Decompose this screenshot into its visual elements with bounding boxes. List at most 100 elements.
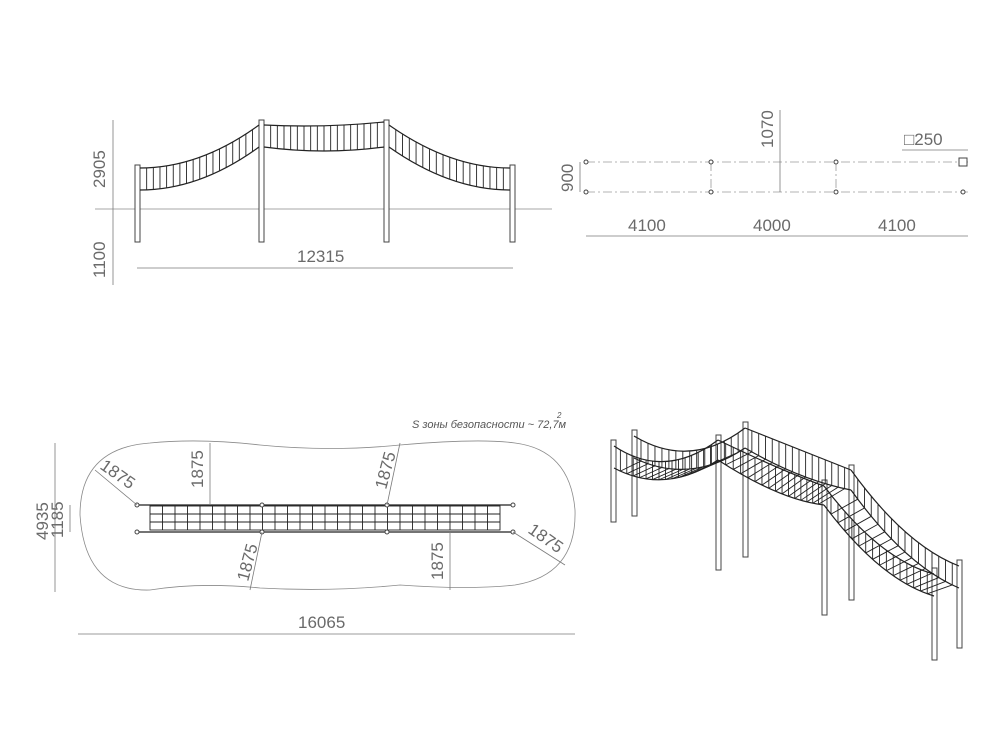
bottom-rope xyxy=(823,504,935,597)
dimension-depth-below: 1100 xyxy=(90,241,109,278)
post xyxy=(383,119,390,243)
dimension-span: 4100 xyxy=(628,216,666,235)
bottom-rope xyxy=(744,447,852,491)
dimension-offset: 1875 xyxy=(428,542,447,580)
dimension-plan-width: 900 xyxy=(558,164,577,192)
hanger-line xyxy=(800,483,826,501)
dimension-offset: 1875 xyxy=(97,456,139,493)
hanger-line xyxy=(879,551,906,566)
hanger-line xyxy=(633,465,656,477)
dimension-span: 4100 xyxy=(878,216,916,235)
post xyxy=(631,429,638,517)
hanger-line xyxy=(645,468,670,480)
post-marker xyxy=(833,159,839,165)
post xyxy=(931,567,938,661)
post-marker xyxy=(708,159,714,165)
hanger-line xyxy=(761,468,786,486)
hanger-line xyxy=(872,545,899,560)
hanger-line xyxy=(818,488,845,505)
dimension-line xyxy=(94,469,138,506)
hanger-line xyxy=(652,468,677,480)
hanger-line xyxy=(626,463,649,475)
dimension-height-mark: 1070 xyxy=(758,110,777,148)
hanger-line xyxy=(740,458,766,475)
hanger-line xyxy=(865,538,892,554)
top-rope xyxy=(613,439,719,463)
hanger-line xyxy=(768,471,793,489)
post-marker xyxy=(583,159,589,165)
hanger-line xyxy=(725,451,753,466)
post xyxy=(956,559,963,649)
post-marker xyxy=(583,189,589,195)
top-rope xyxy=(633,427,746,452)
rope-hangers xyxy=(619,430,953,595)
hanger-line xyxy=(886,557,912,572)
safety-zone-area-superscript: 2 xyxy=(556,411,562,420)
post-marker xyxy=(958,157,968,167)
hanger-line xyxy=(704,455,732,469)
hanger-line xyxy=(781,476,806,495)
safety-zone-area-note: S зоны безопасности ~ 72,7м xyxy=(412,419,567,431)
dimension-height-above: 2905 xyxy=(90,150,109,188)
hanger-line xyxy=(658,468,683,481)
dimension-overall-length: 16065 xyxy=(298,613,345,632)
front-elevation-view: 2905 1100 12315 xyxy=(90,119,552,285)
hanger-line xyxy=(812,486,839,504)
isometric-view xyxy=(610,421,963,661)
top-rope xyxy=(823,485,935,575)
post-marker xyxy=(384,529,390,535)
hanger-line xyxy=(844,515,872,532)
dimension-line xyxy=(386,442,401,506)
hanger-line xyxy=(639,467,663,479)
hanger-line xyxy=(927,584,953,595)
dimension-post-section: □250 xyxy=(904,130,943,149)
post xyxy=(742,421,749,558)
post xyxy=(509,164,516,243)
safety-zone-area-text: S зоны безопасности ~ 72,7м xyxy=(412,419,567,431)
hanger-line xyxy=(858,531,885,547)
post xyxy=(610,439,617,523)
rope-hangers xyxy=(146,122,504,190)
dimension-total-length: 12315 xyxy=(297,247,344,266)
plan-view: 900 1070 □250 4100 4000 4100 xyxy=(558,110,968,237)
dimension-offset: 1875 xyxy=(234,542,262,583)
top-rope xyxy=(850,469,960,567)
post-marker xyxy=(259,502,265,508)
post-marker xyxy=(510,502,516,508)
hanger-line xyxy=(837,507,865,524)
hanger-line xyxy=(775,474,800,492)
hanger-line xyxy=(893,563,919,577)
dimension-span: 4000 xyxy=(753,216,791,235)
hanger-line xyxy=(711,451,739,465)
post xyxy=(258,119,265,243)
hanger-line xyxy=(678,466,704,478)
dimension-line xyxy=(249,531,263,591)
hanger-line xyxy=(920,581,946,592)
post-marker xyxy=(960,189,966,195)
top-rope xyxy=(263,121,385,127)
post xyxy=(821,479,828,616)
hanger-line xyxy=(913,577,939,589)
post xyxy=(715,434,722,571)
dimension-offset: 1875 xyxy=(372,450,400,491)
post-marker xyxy=(134,529,140,535)
post-marker xyxy=(833,189,839,195)
hanger-line xyxy=(851,523,879,540)
hanger-line xyxy=(794,481,819,499)
safety-zone-outline xyxy=(79,440,576,591)
hanger-line xyxy=(806,485,832,503)
hanger-line xyxy=(754,465,780,482)
hanger-line xyxy=(620,460,642,472)
hanger-line xyxy=(671,467,697,480)
safety-zone-plan: S зоны безопасности ~ 72,7м 2 1875 1875 … xyxy=(33,411,576,635)
post xyxy=(134,164,141,243)
dimension-overall-width: 4935 xyxy=(33,502,52,540)
post-marker xyxy=(708,189,714,195)
hanger-line xyxy=(747,462,773,479)
dimension-offset: 1875 xyxy=(525,520,567,557)
hanger-line xyxy=(899,568,926,581)
top-rope xyxy=(744,427,852,471)
hanger-line xyxy=(830,498,858,515)
dimension-inner-width: 1185 xyxy=(48,501,67,538)
